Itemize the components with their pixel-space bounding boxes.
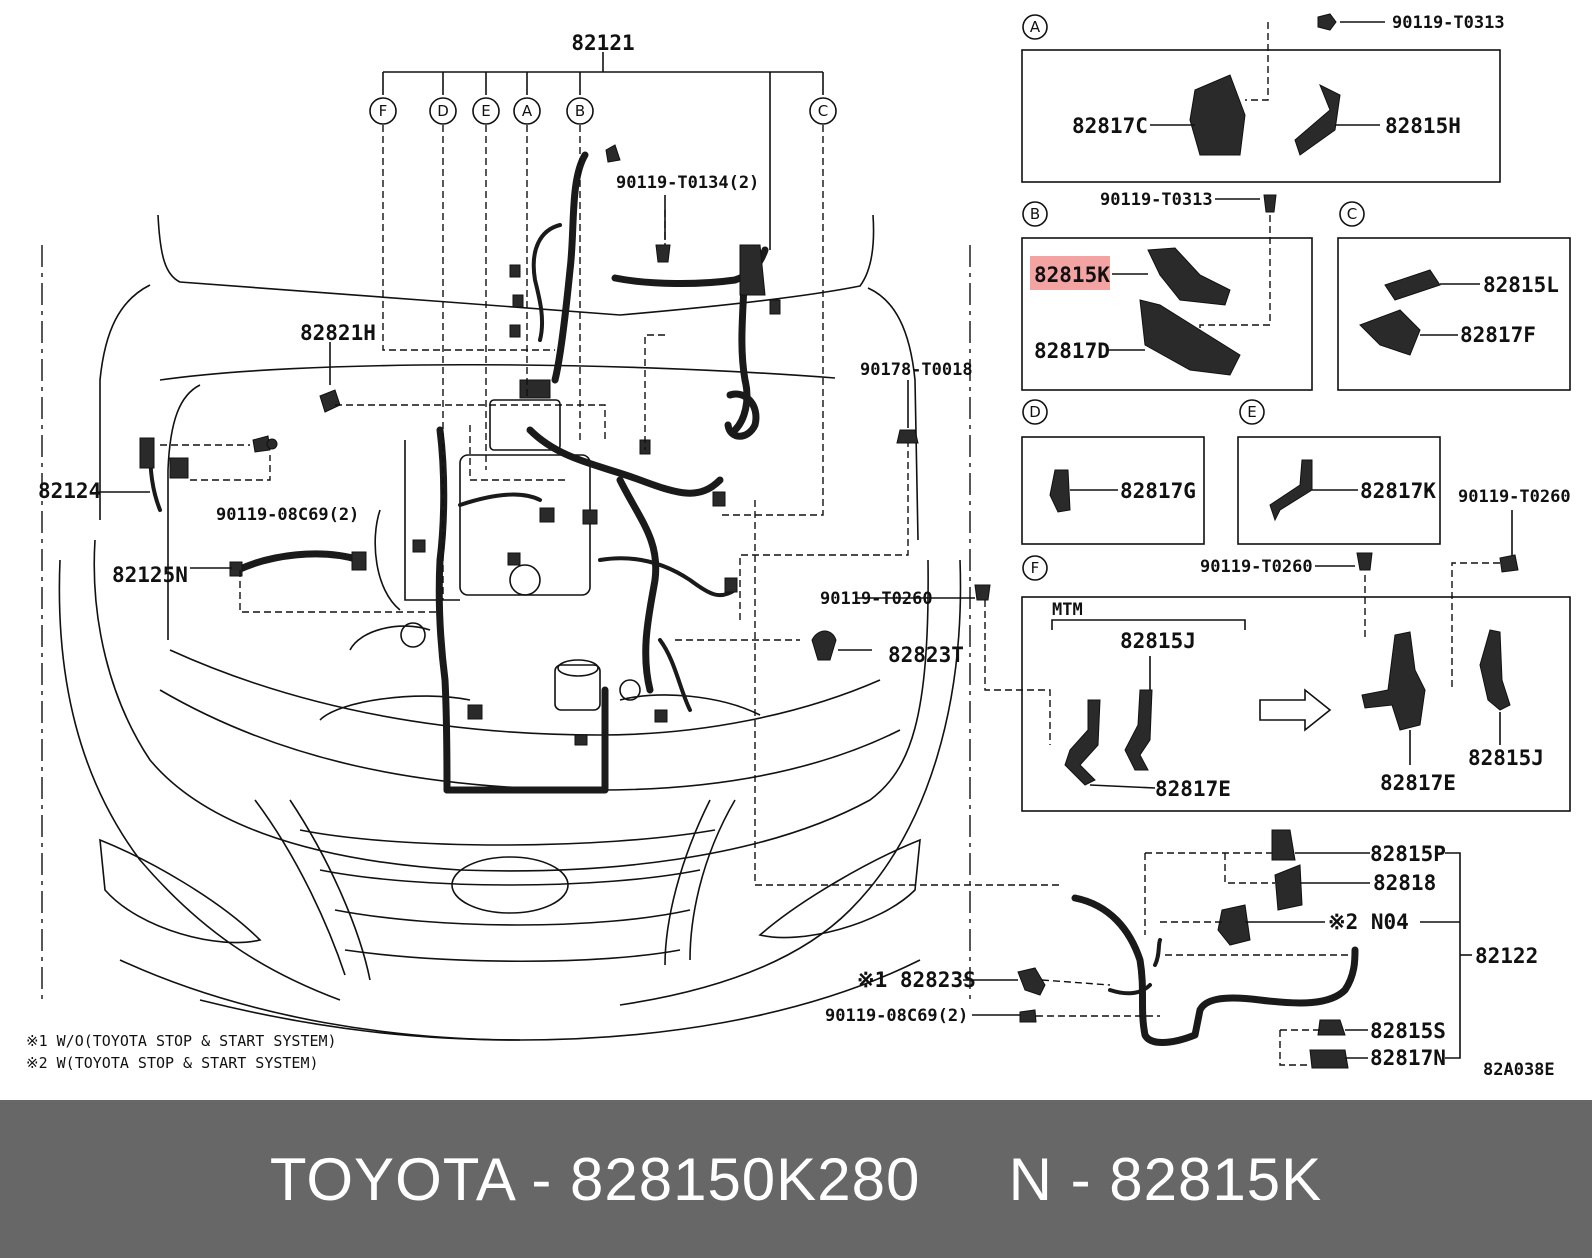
box-b-letter: B xyxy=(1030,205,1040,223)
label-90119-t0313-b: 90119-T0313 xyxy=(1100,190,1213,210)
label-82815s: 82815S xyxy=(1370,1019,1446,1043)
label-82125n: 82125N xyxy=(112,563,188,587)
marker-c: C xyxy=(818,102,828,120)
label-82818: 82818 xyxy=(1373,871,1436,895)
highlight-82815k xyxy=(1030,256,1110,290)
box-c-letter: C xyxy=(1347,205,1357,223)
label-90119-08c69-b: 90119-08C69(2) xyxy=(825,1006,968,1026)
label-82823t: 82823T xyxy=(888,643,964,667)
note-1: ※1 W/O(TOYOTA STOP & START SYSTEM) xyxy=(26,1032,337,1050)
label-82817f: 82817F xyxy=(1460,323,1536,347)
label-82817k: 82817K xyxy=(1360,479,1436,503)
label-90119-t0260-c: 90119-T0260 xyxy=(1458,487,1571,507)
vehicle-outline xyxy=(41,214,971,1041)
callout-lines xyxy=(98,195,975,651)
diagram-code: 82A038E xyxy=(1483,1060,1555,1080)
box-d-letter: D xyxy=(1029,403,1041,421)
label-82817g: 82817G xyxy=(1120,479,1196,503)
label-82815j-a: 82815J xyxy=(1120,629,1196,653)
footer-bar: TOYOTA - 828150K280 N - 82815K xyxy=(0,1100,1592,1258)
label-90178-t0018: 90178-T0018 xyxy=(860,360,973,380)
label-90119-t0134: 90119-T0134(2) xyxy=(616,173,759,193)
detail-box-d: D 82817G xyxy=(1021,399,1205,545)
label-82817d: 82817D xyxy=(1034,339,1110,363)
label-82815p: 82815P xyxy=(1370,842,1446,866)
detail-box-f: F 90119-T0260 90119-T0260 MTM 82815J 828… xyxy=(1021,487,1571,812)
label-90119-08c69-a: 90119-08C69(2) xyxy=(216,505,359,525)
detail-box-e: E 82817K xyxy=(1237,399,1441,545)
detail-box-b: B 90119-T0313 82815K 82817D xyxy=(1021,190,1313,391)
detail-box-c: C 82815L 82817F xyxy=(1337,201,1571,391)
label-n04: ※2 N04 xyxy=(1328,910,1409,934)
fasteners-left xyxy=(252,244,991,661)
label-82815h: 82815H xyxy=(1385,114,1461,138)
label-mtm: MTM xyxy=(1052,600,1083,620)
label-82121: 82121 xyxy=(571,31,634,55)
marker-b: B xyxy=(575,102,585,120)
label-90119-t0260-a: 90119-T0260 xyxy=(820,589,933,609)
label-82815k: 82815K xyxy=(1034,263,1110,287)
label-82815l: 82815L xyxy=(1483,273,1559,297)
engine-bay xyxy=(319,399,761,721)
connectors xyxy=(139,144,781,746)
sub-harness-82122 xyxy=(963,829,1472,1069)
detail-box-a: A 90119-T0313 82817C 82815H xyxy=(1021,13,1505,183)
label-82124: 82124 xyxy=(38,479,101,503)
box-a-letter: A xyxy=(1030,18,1041,36)
label-82122: 82122 xyxy=(1475,944,1538,968)
marker-e: E xyxy=(481,102,490,120)
label-82823s: ※1 82823S xyxy=(857,968,976,992)
label-90119-t0260-b: 90119-T0260 xyxy=(1200,557,1313,577)
harness-leaders xyxy=(160,52,1060,886)
label-82817c: 82817C xyxy=(1072,114,1148,138)
marker-a: A xyxy=(522,102,533,120)
parts-diagram: F D E A B C 82121 90119-T0134(2) 82821H … xyxy=(26,13,1571,1080)
marker-f: F xyxy=(379,102,388,120)
note-2: ※2 W(TOYOTA STOP & START SYSTEM) xyxy=(26,1054,319,1072)
main-harness xyxy=(148,151,769,794)
marker-d: D xyxy=(437,102,449,120)
box-e-letter: E xyxy=(1247,403,1256,421)
footer-part-number: TOYOTA - 828150K280 N - 82815K xyxy=(269,1145,1323,1213)
top-circle-markers: F D E A B C xyxy=(369,97,837,125)
label-82815j-b: 82815J xyxy=(1468,746,1544,770)
label-82817e-b: 82817E xyxy=(1380,771,1456,795)
label-90119-t0313-a: 90119-T0313 xyxy=(1392,13,1505,33)
label-82821h: 82821H xyxy=(300,321,376,345)
label-82817n: 82817N xyxy=(1370,1046,1446,1070)
label-82817e-a: 82817E xyxy=(1155,777,1231,801)
box-f-letter: F xyxy=(1031,559,1040,577)
